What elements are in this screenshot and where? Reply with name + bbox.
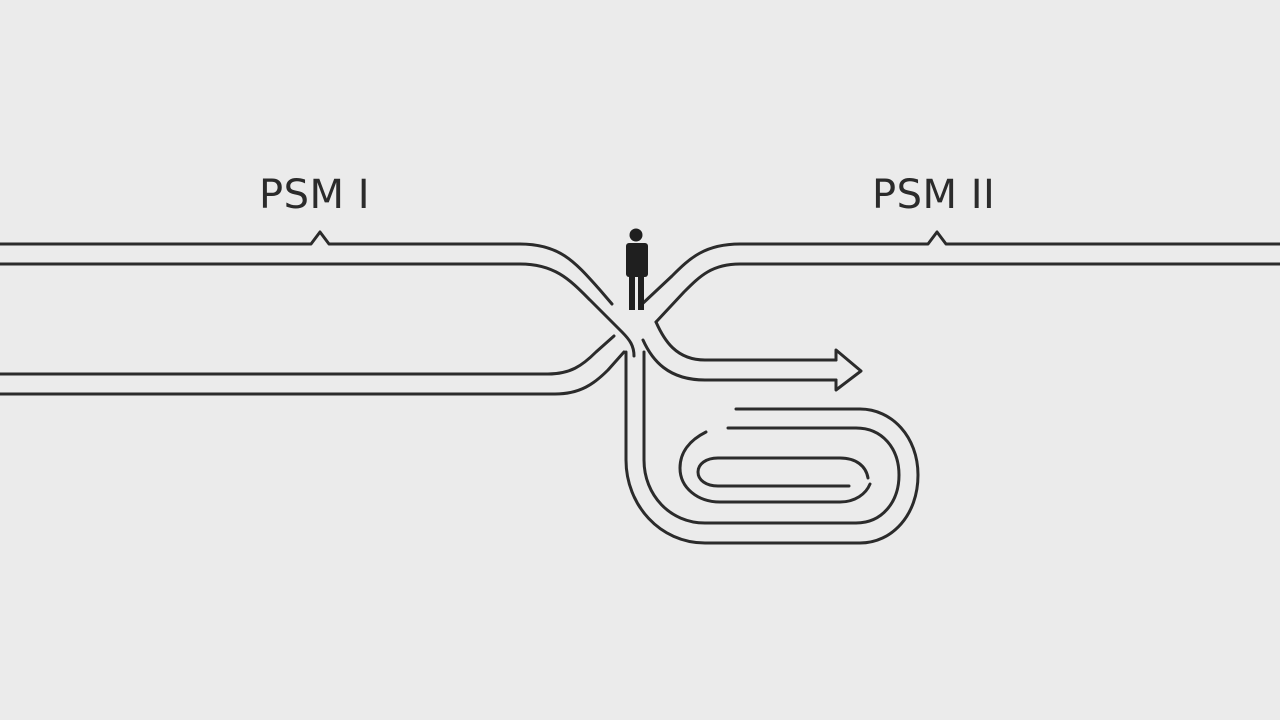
lower-left-road — [0, 334, 626, 396]
person-right-leg — [638, 275, 644, 310]
lower-road-lower-line — [0, 350, 626, 396]
lower-road-upper-line — [0, 334, 616, 376]
psm1-label: PSM I — [259, 172, 371, 218]
loop-inner-line — [642, 350, 901, 525]
psm1-road-lower-line — [0, 262, 636, 358]
forward-branch-lower-line — [641, 338, 838, 382]
spiral-inner-line — [696, 456, 870, 488]
psm2-road-upper-line — [638, 230, 1280, 308]
forward-branch-upper-line — [654, 320, 838, 362]
person-head — [629, 228, 643, 242]
person-icon — [626, 228, 648, 310]
person-left-leg — [629, 275, 635, 310]
psm2-road-lower-line — [654, 262, 1280, 324]
person-torso — [626, 243, 648, 277]
spiral-middle-line — [678, 430, 872, 504]
loop-branch — [624, 350, 920, 545]
loop-outer-line — [624, 350, 920, 545]
psm1-road-upper-line — [0, 230, 614, 306]
psm2-label: PSM II — [872, 172, 996, 218]
psm1-road — [0, 230, 636, 358]
psm2-road — [638, 230, 1280, 324]
forward-branch — [641, 320, 863, 392]
arrow-right-icon — [834, 348, 863, 392]
